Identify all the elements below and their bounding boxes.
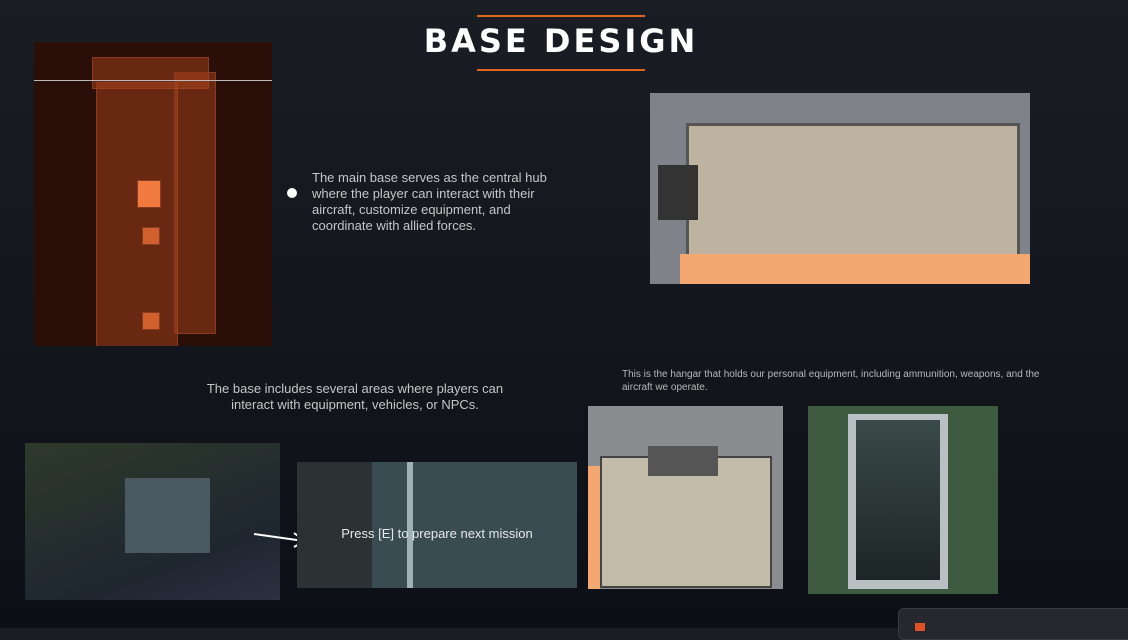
interaction-prompt-text: Press [E] to prepare next mission bbox=[341, 526, 533, 541]
hangar-topdown-image bbox=[588, 406, 783, 589]
bullet-icon bbox=[287, 188, 297, 198]
hangar-door-image bbox=[808, 406, 998, 594]
interaction-prompt-image: Press [E] to prepare next mission bbox=[297, 462, 577, 588]
title-rule-bottom bbox=[477, 69, 645, 71]
notification-popup[interactable] bbox=[898, 608, 1128, 640]
main-base-description: The main base serves as the central hub … bbox=[312, 170, 547, 233]
equipment-room-image bbox=[25, 443, 280, 600]
interaction-areas-description: The base includes several areas where pl… bbox=[206, 381, 504, 412]
page-title: BASE DESIGN bbox=[423, 22, 699, 60]
title-rule-top bbox=[477, 15, 645, 17]
main-hub-topdown-image bbox=[650, 93, 1030, 284]
base-layout-map-image bbox=[34, 42, 272, 346]
hangar-description: This is the hangar that holds our person… bbox=[622, 369, 1040, 393]
app-icon bbox=[915, 623, 925, 631]
